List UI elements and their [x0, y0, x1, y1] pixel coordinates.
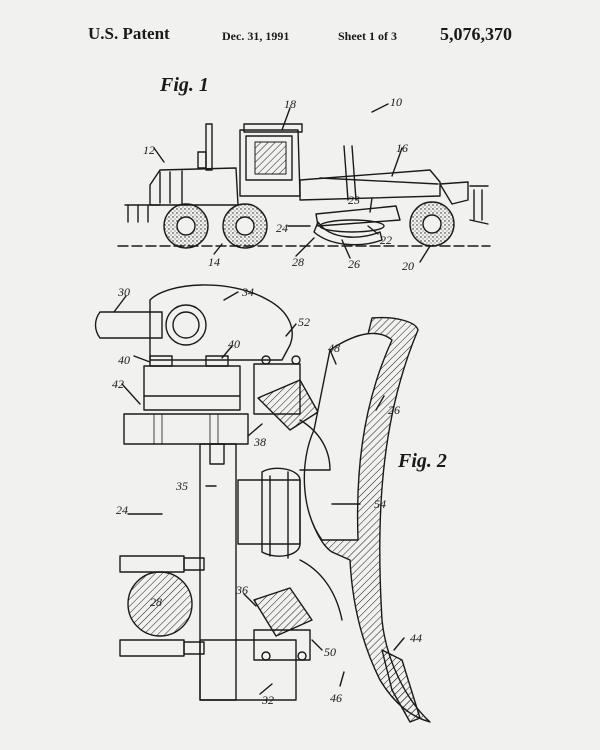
fig2-ref-46: 46 — [330, 691, 342, 705]
fig1-ref-22: 22 — [380, 233, 392, 247]
fig1-ref-20: 20 — [402, 259, 414, 273]
front-wheel — [410, 202, 454, 246]
fig1-ref-26: 26 — [348, 257, 360, 271]
fig2-ref-50: 50 — [324, 645, 336, 659]
fig2-ref-44: 44 — [410, 631, 422, 645]
motor-grader-drawing: 12 18 10 16 23 24 22 28 26 14 20 — [118, 95, 490, 273]
fig2-ref-40b: 40 — [228, 337, 240, 351]
fig2-ref-24: 24 — [116, 503, 128, 517]
fig1-ref-23: 23 — [348, 193, 360, 207]
fig2-ref-42: 42 — [112, 377, 124, 391]
fig1-ref-18: 18 — [284, 97, 296, 111]
blade-mount-drawing: 30 34 52 48 40 40 42 38 26 35 54 24 36 2… — [96, 285, 431, 722]
fig2-ref-35: 35 — [175, 479, 188, 493]
fig2-ref-26: 26 — [388, 403, 400, 417]
fig2-ref-40a: 40 — [118, 353, 130, 367]
fig1-ref-14: 14 — [208, 255, 220, 269]
fig2-ref-54: 54 — [374, 497, 386, 511]
fig2-ref-30: 30 — [117, 285, 130, 299]
fig1-ref-28: 28 — [292, 255, 304, 269]
fig1-ref-16: 16 — [396, 141, 408, 155]
fig2-ref-52: 52 — [298, 315, 310, 329]
rear-wheels — [164, 204, 267, 248]
fig2-ref-34: 34 — [241, 285, 254, 299]
fig2-ref-36: 36 — [235, 583, 248, 597]
fig2-ref-32: 32 — [261, 693, 274, 707]
fig1-ref-12: 12 — [143, 143, 155, 157]
fig2-ref-28: 28 — [150, 595, 162, 609]
fig1-ref-24: 24 — [276, 221, 288, 235]
fig1-ref-10: 10 — [390, 95, 402, 109]
fig2-ref-38: 38 — [253, 435, 266, 449]
fig2-ref-48: 48 — [328, 341, 340, 355]
